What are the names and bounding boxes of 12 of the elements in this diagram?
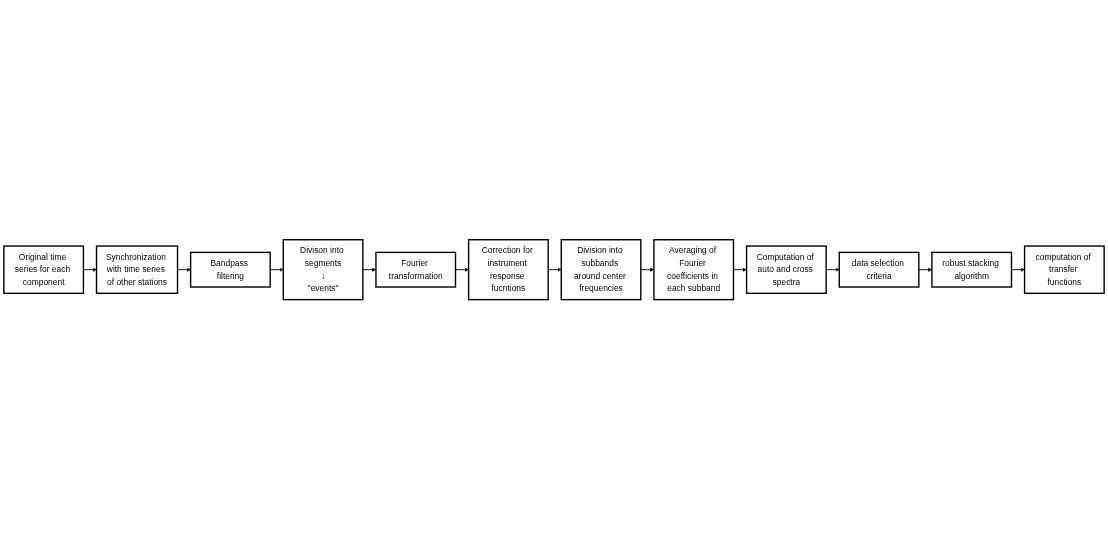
node-box: Correction for instrument response fucntions <box>467 239 549 301</box>
node-box: Computation of auto and cross spectra <box>745 245 827 295</box>
node-box: Original time series for each component <box>3 245 85 295</box>
node-box: Averaging of Fourier coefficients in each subband <box>653 239 735 301</box>
node-box: robust stacking algorithm <box>931 252 1013 288</box>
node-box: Division into subbands around center frequencies <box>560 239 642 301</box>
node-box: Fourier transformation <box>375 252 457 288</box>
node-box: Divison into segments ↓ "events" <box>282 239 364 301</box>
node-box: Bandpass filtering <box>189 252 271 288</box>
node-box: Synchronization with time series of other stations <box>95 245 179 295</box>
node-box: computation of transfer functions <box>1023 245 1105 295</box>
node-box: data selection criteria <box>838 252 920 288</box>
